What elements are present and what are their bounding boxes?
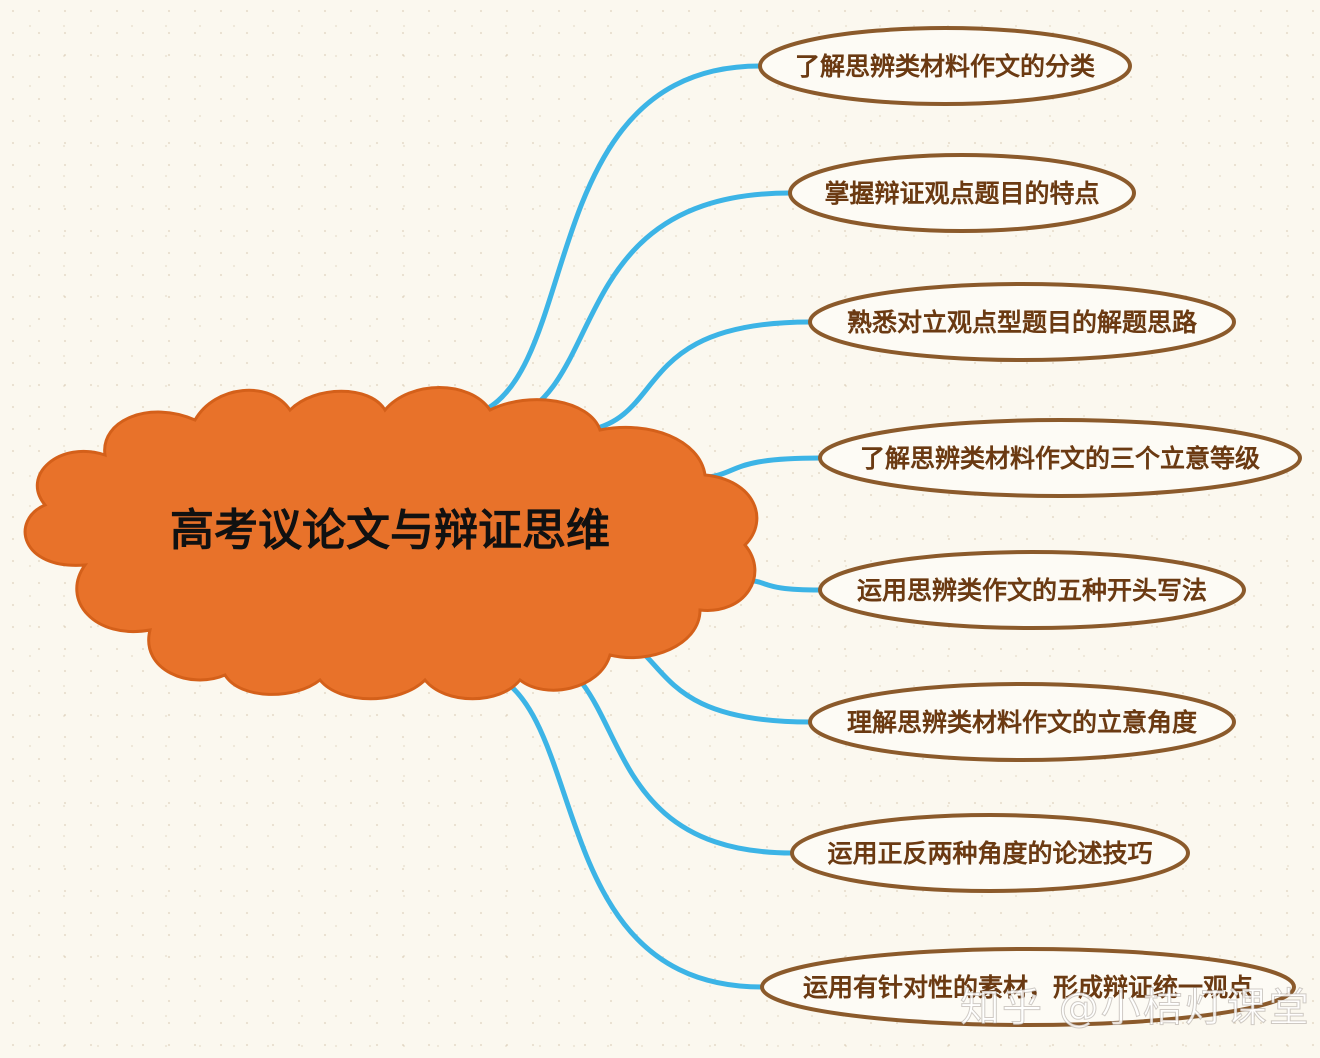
connector-line xyxy=(742,577,823,593)
branch-node[interactable]: 掌握辩证观点题目的特点 xyxy=(788,153,1136,233)
branch-node[interactable]: 理解思辨类材料作文的立意角度 xyxy=(808,682,1236,762)
connector-line xyxy=(697,455,823,481)
branch-node[interactable]: 熟悉对立观点型题目的解题思路 xyxy=(808,282,1236,362)
branch-node-ellipse xyxy=(788,153,1136,233)
branch-node[interactable]: 了解思辨类材料作文的三个立意等级 xyxy=(818,418,1302,498)
branch-node-ellipse xyxy=(790,813,1190,893)
branch-node-ellipse xyxy=(818,418,1302,498)
branch-node[interactable]: 运用思辨类作文的五种开头写法 xyxy=(818,550,1246,630)
branch-node-ellipse xyxy=(808,282,1236,362)
branch-node[interactable]: 了解思辨类材料作文的分类 xyxy=(758,26,1132,106)
branch-node-label: 运用思辨类作文的五种开头写法 xyxy=(857,576,1207,605)
connector-line xyxy=(492,672,765,990)
connector-line xyxy=(507,190,793,423)
central-topic-cloud xyxy=(23,386,759,701)
connector-line xyxy=(587,319,813,433)
connector-line xyxy=(482,63,763,413)
branch-node-label: 运用正反两种角度的论述技巧 xyxy=(827,839,1152,868)
branch-node-label: 熟悉对立观点型题目的解题思路 xyxy=(847,308,1198,337)
branch-node-label: 运用有针对性的素材，形成辩证统一观点 xyxy=(803,973,1253,1002)
branch-node-ellipse xyxy=(818,550,1246,630)
branch-nodes: 了解思辨类材料作文的分类掌握辩证观点题目的特点熟悉对立观点型题目的解题思路了解思… xyxy=(758,26,1302,1027)
branch-node-label: 了解思辨类材料作文的三个立意等级 xyxy=(860,444,1260,473)
central-topic-text: 高考议论文与辩证思维 xyxy=(170,505,610,556)
branch-node-label: 理解思辨类材料作文的立意角度 xyxy=(847,708,1197,737)
branch-node-ellipse xyxy=(758,26,1132,106)
branch-node[interactable]: 运用有针对性的素材，形成辩证统一观点 xyxy=(760,947,1296,1027)
watermark: 知乎 @小桔灯课堂 xyxy=(960,985,1311,1032)
branch-node-ellipse xyxy=(760,947,1296,1027)
branch-node-label: 了解思辨类材料作文的分类 xyxy=(795,52,1096,81)
branch-node-label: 掌握辩证观点题目的特点 xyxy=(824,179,1099,208)
branch-node[interactable]: 运用正反两种角度的论述技巧 xyxy=(790,813,1190,893)
branch-node-ellipse xyxy=(808,682,1236,762)
